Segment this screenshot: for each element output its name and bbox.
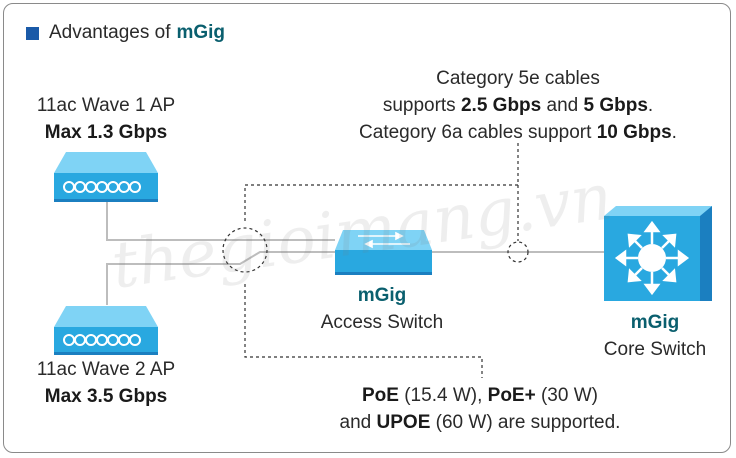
callout-lines [244,143,519,378]
access-switch-name: Access Switch [320,312,444,333]
cable-note: Category 5e cables supports 2.5 Gbps and… [318,65,718,146]
ap2-label: 11ac Wave 2 AP Max 3.5 Gbps [20,356,192,410]
connection-lines [106,196,605,305]
cable-callout [244,143,519,222]
access-switch-mgig: mGig [357,285,407,306]
access-switch-icon [335,230,432,275]
poe-note-line2: and UPOE (60 W) are supported. [339,412,621,433]
title-highlight: mGig [176,22,226,43]
core-switch-name: Core Switch [603,339,707,360]
core-switch-label: mGig Core Switch [570,309,736,363]
ap1-link [106,196,335,241]
ap2-device-icon [54,306,158,355]
core-switch-icon [604,206,712,301]
cable-note-line2: supports 2.5 Gbps and 5 Gbps. [382,95,654,116]
title-prefix: Advantages of [49,22,171,43]
bullet-square-icon [26,26,39,40]
ap2-name: 11ac Wave 2 AP [36,359,176,380]
ap1-device-icon [54,152,158,202]
ap1-speed: Max 1.3 Gbps [44,122,168,143]
cable-note-line1: Category 5e cables [436,68,600,89]
ap1-name: 11ac Wave 1 AP [36,95,176,116]
ap2-speed: Max 3.5 Gbps [44,386,168,407]
core-switch-mgig: mGig [630,312,680,333]
diagram-title: Advantages of mGig [26,22,225,44]
poe-callout [244,284,483,378]
uplink-port-circle [507,241,529,263]
poe-note: PoE (15.4 W), PoE+ (30 W) and UPOE (60 W… [295,382,665,436]
diagram-frame [3,3,731,453]
cable-note-line3: Category 6a cables support 10 Gbps. [359,122,677,143]
access-port-circle [222,227,268,273]
poe-note-line1: PoE (15.4 W), PoE+ (30 W) [362,385,598,406]
ap1-label: 11ac Wave 1 AP Max 1.3 Gbps [20,92,192,146]
access-switch-label: mGig Access Switch [290,282,474,336]
ap2-link [106,251,335,305]
